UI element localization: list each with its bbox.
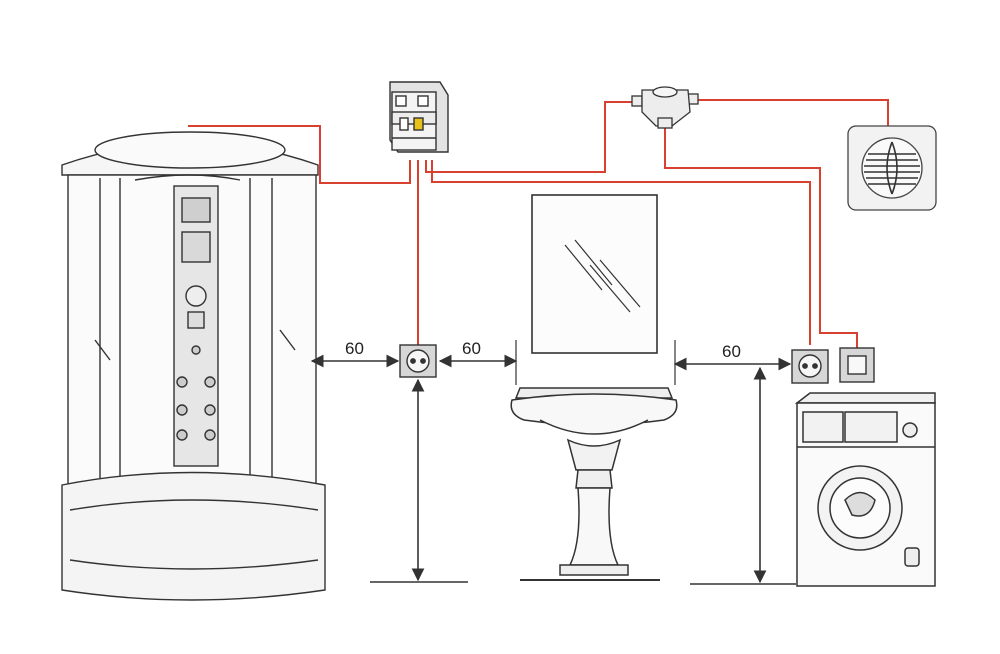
wire-junction <box>425 101 640 173</box>
wiring <box>188 99 889 348</box>
wire-fan <box>695 99 889 126</box>
dimension-lines <box>310 340 796 585</box>
mirror-icon <box>531 194 658 354</box>
wire-shower <box>188 125 411 184</box>
pedestal-sink-icon <box>510 387 678 581</box>
light-switch-icon[interactable] <box>839 347 875 383</box>
junction-box-icon <box>631 86 699 129</box>
circuit-breaker-icon <box>389 81 449 153</box>
wire-switch <box>664 125 858 348</box>
wire-socket-right <box>431 160 811 345</box>
dim-label-socket-sink: 60 <box>462 339 481 358</box>
shower-cabin-icon <box>61 131 326 601</box>
dim-label-sink-socket: 60 <box>722 342 741 361</box>
power-socket-right[interactable] <box>791 349 829 384</box>
exhaust-fan-icon <box>847 125 937 211</box>
power-socket-left[interactable] <box>399 344 437 378</box>
dim-label-shower-socket: 60 <box>345 339 364 358</box>
washing-machine-icon <box>794 392 936 587</box>
